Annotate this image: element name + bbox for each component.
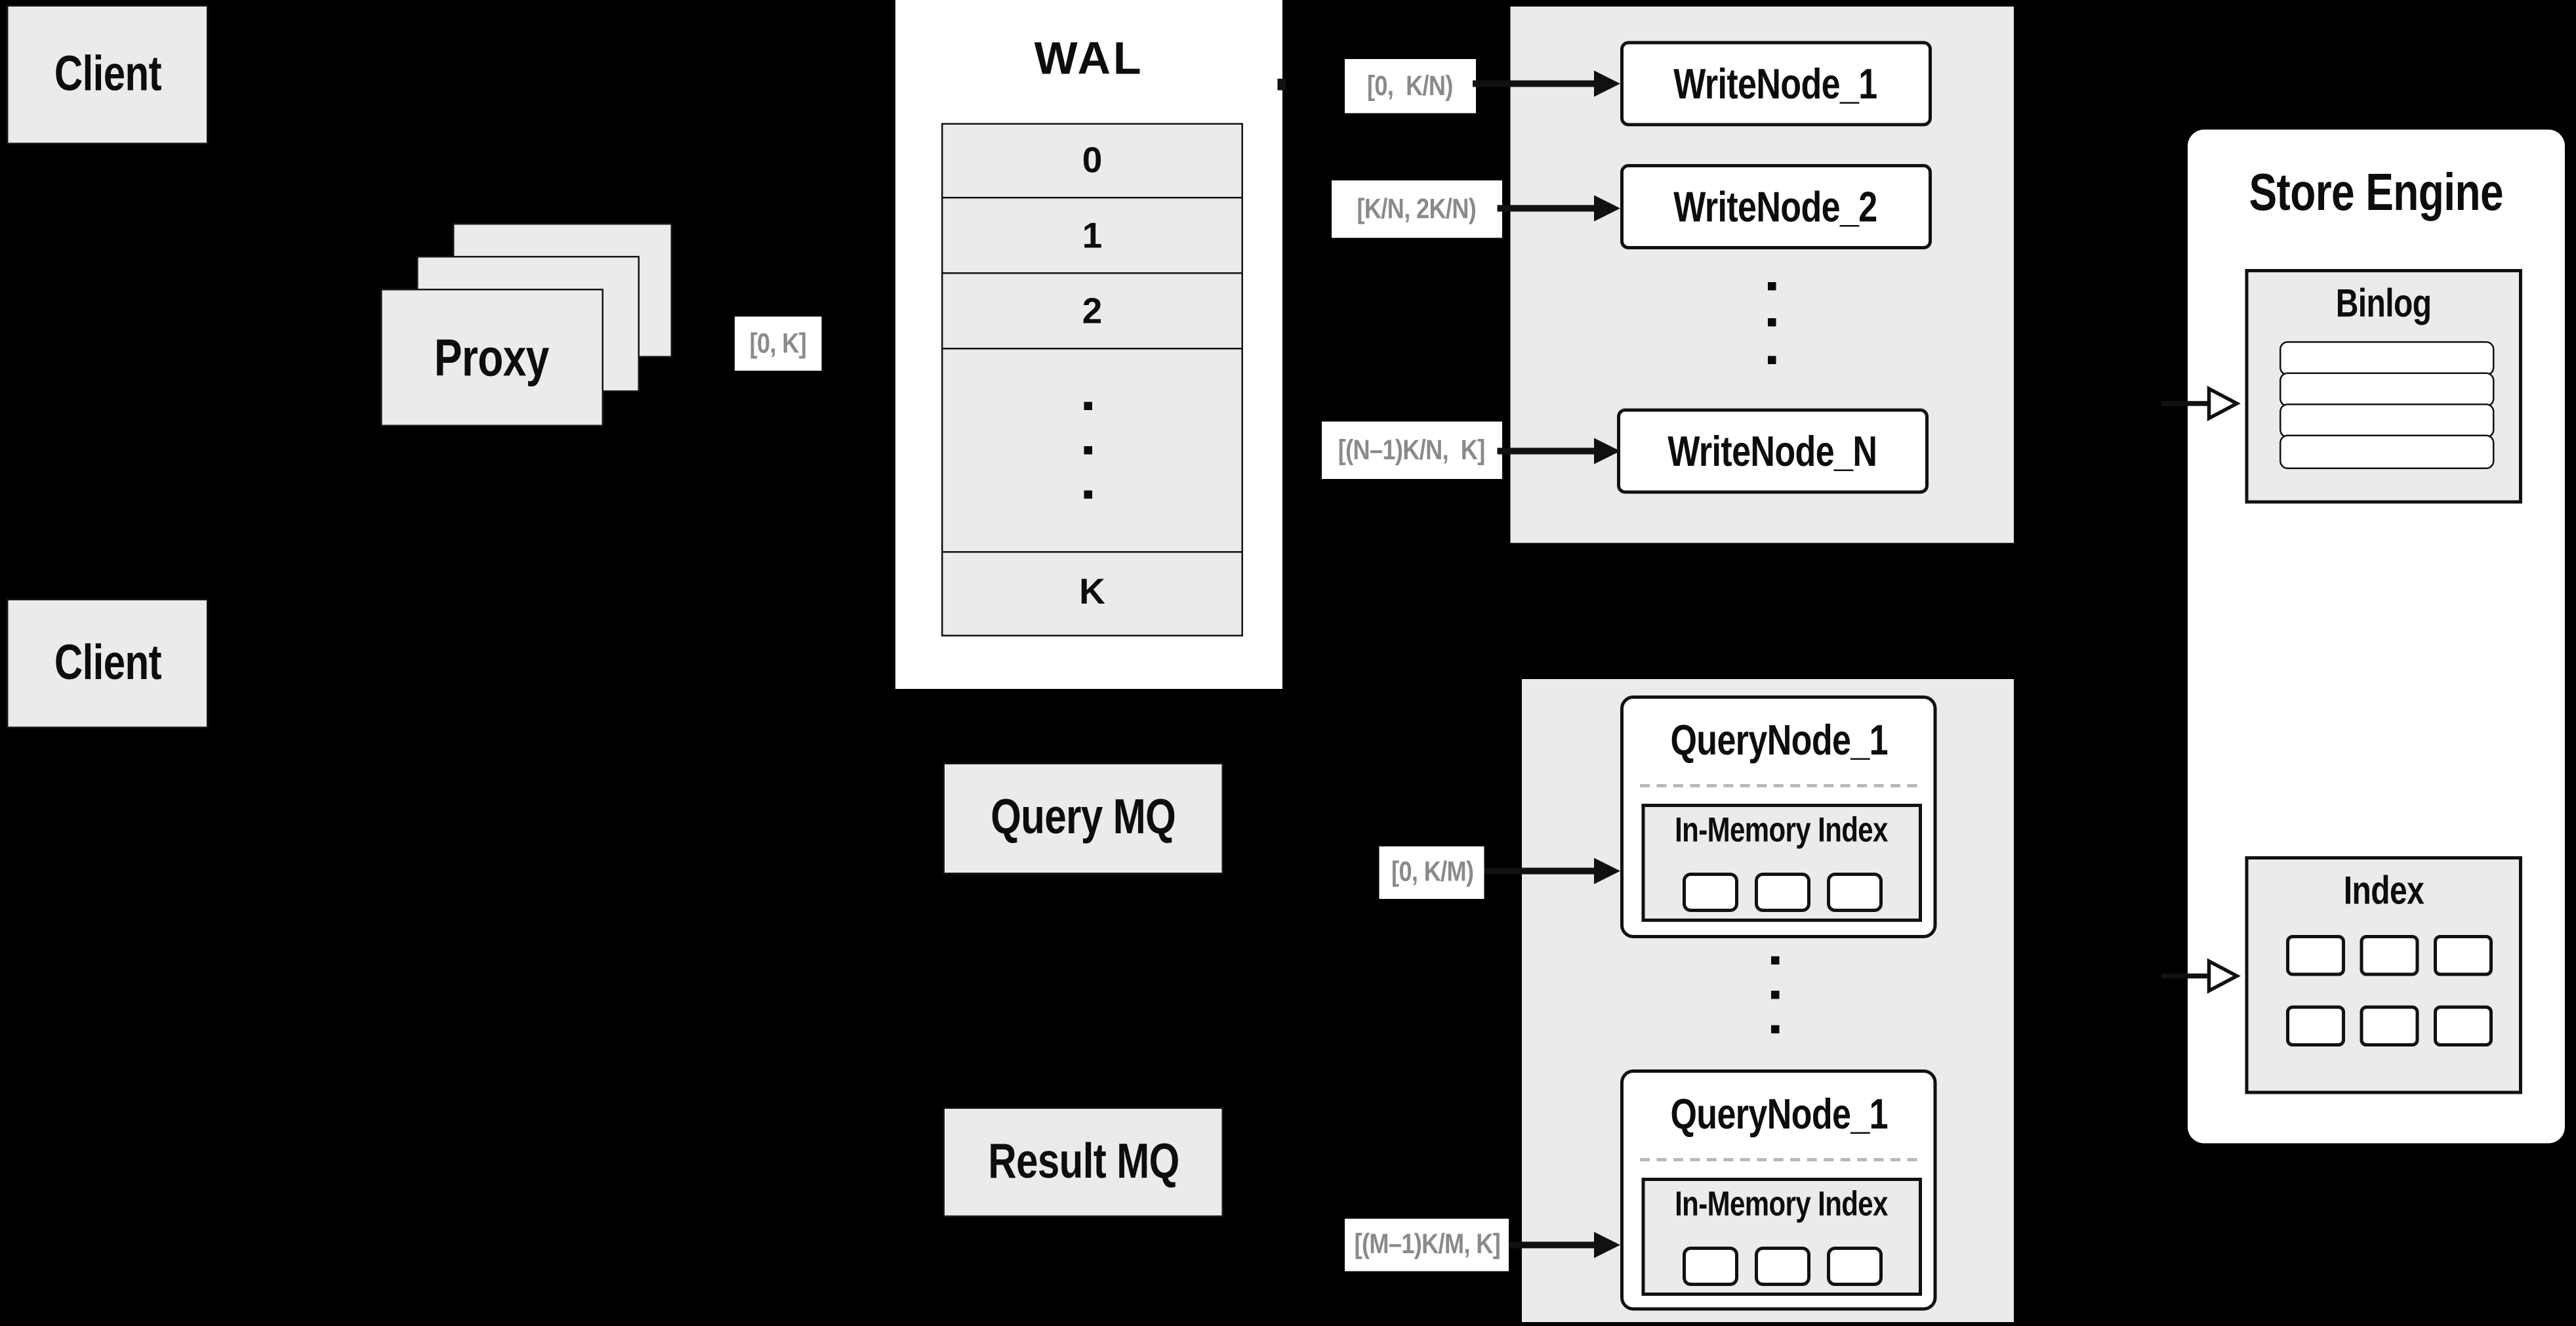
in-memory-index-bottom-box: In-Memory Index — [1641, 1178, 1922, 1296]
ellipsis-dot-icon — [1084, 402, 1092, 410]
index-box: Index — [2245, 856, 2522, 1094]
range-chip-query-m: [(M–1)K/M, K] — [1345, 1218, 1509, 1272]
wal-row-2: 2 — [943, 274, 1242, 350]
range-chip-write-2: [K/N, 2K/N) — [1332, 180, 1502, 238]
client-bottom-label: Client — [54, 635, 161, 690]
index-square-icon — [2286, 1005, 2345, 1046]
in-memory-index-top-title: In-Memory Index — [1675, 812, 1889, 850]
binlog-row-icon — [2280, 434, 2495, 469]
wal-title: WAL — [1034, 33, 1144, 84]
arrowhead-icon — [1594, 1232, 1620, 1258]
arrow-to-writenode-2 — [1497, 205, 1594, 212]
segment-square-icon — [1826, 1247, 1882, 1286]
write-node-2-label: WriteNode_2 — [1674, 181, 1878, 231]
index-square-icon — [2286, 935, 2345, 976]
client-top-label: Client — [54, 47, 161, 101]
index-title: Index — [2343, 869, 2424, 914]
ellipsis-dot-icon — [1084, 446, 1092, 455]
wal-table: 0 1 2 K — [941, 123, 1243, 636]
segment-square-icon — [1826, 873, 1882, 912]
wal-row-k: K — [943, 552, 1242, 630]
write-node-n-label: WriteNode_N — [1668, 425, 1878, 475]
wal-ellipsis — [943, 350, 1242, 553]
segment-squares — [1645, 1247, 1919, 1286]
arrowhead-icon — [1594, 70, 1620, 97]
proxy-label: Proxy — [434, 327, 550, 386]
result-mq-box: Result MQ — [943, 1107, 1223, 1217]
write-node-n-box: WriteNode_N — [1617, 408, 1929, 494]
index-square-icon — [2434, 935, 2493, 976]
arrow-to-querynode-m — [1509, 1241, 1594, 1249]
ellipsis-dot-icon — [1771, 956, 1780, 964]
range-chip-write-n: [(N–1)K/N, K] — [1322, 421, 1502, 479]
query-mq-box: Query MQ — [943, 762, 1223, 875]
segment-square-icon — [1681, 873, 1738, 912]
write-node-2-box: WriteNode_2 — [1620, 164, 1932, 249]
arrow-to-writenode-n — [1497, 447, 1594, 455]
binlog-row-icon — [2280, 372, 2495, 407]
store-engine-title: Store Engine — [2249, 162, 2504, 222]
binlog-title: Binlog — [2335, 282, 2432, 327]
segment-square-icon — [1681, 1247, 1738, 1286]
arrow-to-writenode-1 — [1473, 80, 1594, 87]
ellipsis-dot-icon — [1768, 282, 1776, 291]
index-square-icon — [2360, 1005, 2419, 1046]
hollow-arrow-to-binlog — [2161, 385, 2241, 422]
write-node-1-box: WriteNode_1 — [1620, 41, 1932, 127]
query-node-bottom-box: QueryNode_1 In-Memory Index — [1620, 1069, 1937, 1311]
wal-panel: WAL 0 1 2 K — [895, 0, 1282, 689]
range-chip-write-1: [0, K/N) — [1345, 59, 1476, 114]
arrowhead-icon — [1594, 195, 1620, 222]
ellipsis-dot-icon — [1084, 490, 1092, 499]
ellipsis-dot-icon — [1771, 1025, 1780, 1033]
hollow-arrow-to-index — [2161, 958, 2241, 994]
index-square-icon — [2360, 935, 2419, 976]
proxy-box-front: Proxy — [380, 289, 603, 426]
write-node-1-label: WriteNode_1 — [1674, 58, 1878, 108]
binlog-row-icon — [2280, 404, 2495, 438]
wal-row-0: 0 — [943, 125, 1242, 199]
query-node-bottom-title: QueryNode_1 — [1669, 1089, 1887, 1138]
store-engine-panel: Store Engine Binlog Index — [2188, 129, 2565, 1144]
dashed-divider — [1640, 1158, 1917, 1161]
query-node-top-title: QueryNode_1 — [1669, 715, 1887, 764]
arrowhead-icon — [1594, 438, 1620, 465]
range-chip-proxy-out: [0, K] — [735, 316, 822, 371]
in-memory-index-bottom-title: In-Memory Index — [1675, 1186, 1889, 1224]
ellipsis-dot-icon — [1768, 318, 1776, 327]
dashed-divider — [1640, 784, 1917, 787]
result-mq-label: Result MQ — [987, 1134, 1179, 1189]
segment-squares — [1645, 873, 1919, 912]
range-chip-query-1: [0, K/M) — [1379, 846, 1484, 899]
binlog-box: Binlog — [2245, 269, 2522, 504]
query-mq-label: Query MQ — [991, 791, 1176, 845]
ellipsis-dot-icon — [1768, 356, 1776, 364]
wal-row-1: 1 — [943, 198, 1242, 274]
segment-square-icon — [1753, 873, 1810, 912]
index-square-icon — [2434, 1005, 2493, 1046]
client-box-top: Client — [7, 5, 209, 144]
arrow-to-querynode-1 — [1484, 867, 1594, 875]
in-memory-index-top-box: In-Memory Index — [1641, 804, 1922, 922]
arrowhead-icon — [1594, 858, 1620, 884]
ellipsis-dot-icon — [1771, 991, 1780, 999]
query-node-top-box: QueryNode_1 In-Memory Index — [1620, 695, 1937, 938]
binlog-row-icon — [2280, 341, 2495, 376]
arrow-stub — [1277, 79, 1286, 91]
segment-square-icon — [1753, 1247, 1810, 1286]
client-box-bottom: Client — [7, 598, 209, 728]
